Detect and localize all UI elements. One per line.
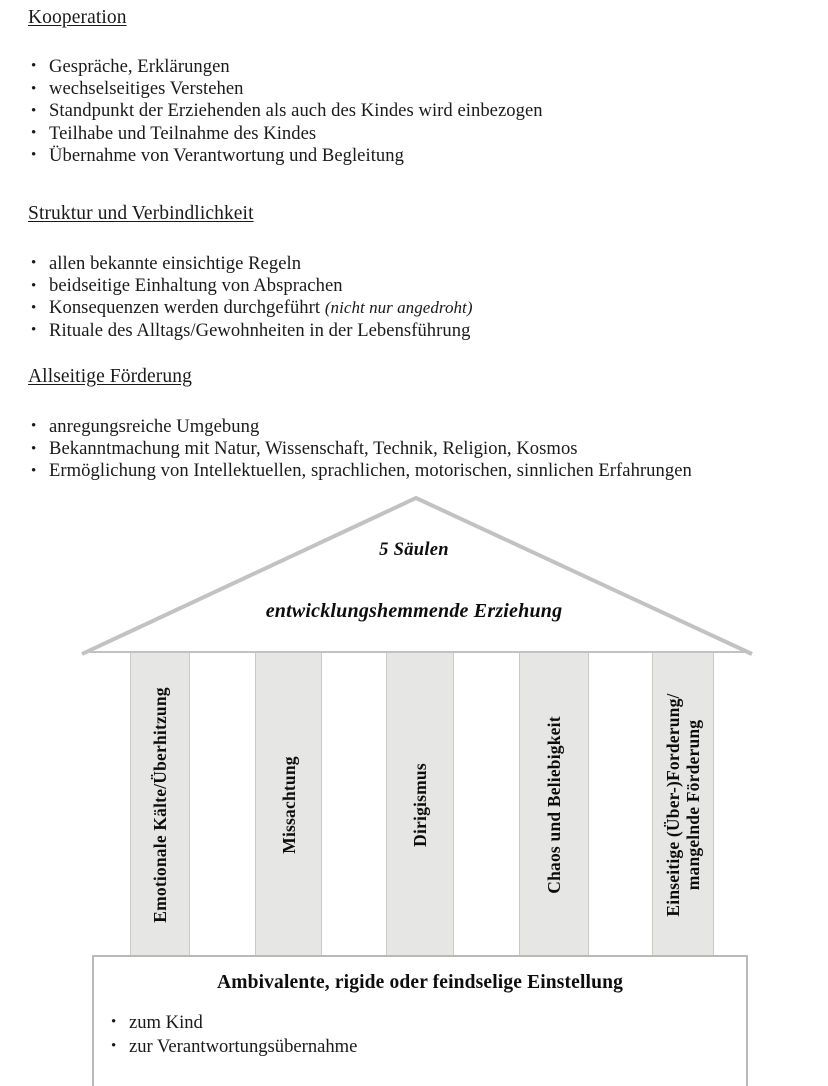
list-item: anregungsreiche Umgebung (28, 415, 692, 438)
list-item: zum Kind (108, 1010, 746, 1035)
section-struktur-und-verbindlichkeit: Struktur und Verbindlichkeit allen bekan… (28, 202, 473, 342)
base-title: Ambivalente, rigide oder feindselige Ein… (216, 972, 624, 993)
bullet-list: Gespräche, Erklärungen wechselseitiges V… (28, 55, 543, 167)
list-item: Bekanntmachung mit Natur, Wissenschaft, … (28, 438, 692, 460)
list-item: Ermöglichung von Intellektuellen, sprach… (28, 460, 692, 482)
list-item: Standpunkt der Erziehenden als auch des … (28, 100, 543, 122)
pillar-2: Missachtung (255, 653, 322, 957)
house-diagram: 5 Säulen entwicklungshemmende Erziehung … (0, 488, 828, 1086)
section-kooperation: Kooperation Gespräche, Erklärungen wechs… (28, 6, 543, 167)
pillar-3: Dirigismus (386, 653, 454, 957)
pillar-label: Chaos und Beliebigkeit (544, 716, 564, 894)
section-allseitige-foerderung: Allseitige Förderung anregungsreiche Umg… (28, 365, 692, 483)
roof-shape-icon (81, 495, 753, 656)
list-item: Gespräche, Erklärungen (28, 55, 543, 78)
base-bullet-list: zum Kind zur Verantwortungsübernahme (94, 1010, 746, 1059)
section-heading: Kooperation (28, 7, 127, 28)
pillar-label: Einseitige (Über-)Forderung/mangelnde Fö… (663, 693, 703, 916)
pillar-4: Chaos und Beliebigkeit (519, 653, 589, 957)
list-item: Übernahme von Verantwortung und Begleitu… (28, 144, 543, 167)
list-item: Teilhabe und Teilnahme des Kindes (28, 122, 543, 145)
base-box: Ambivalente, rigide oder feindselige Ein… (92, 955, 748, 1086)
list-item: Konsequenzen werden durchgeführt (nicht … (28, 297, 473, 319)
pillar-label: Dirigismus (410, 763, 430, 847)
section-heading: Struktur und Verbindlichkeit (28, 203, 254, 224)
pillar-label-line1: Einseitige (Über-)Forderung/ (663, 693, 683, 917)
list-item-italic-note: (nicht nur angedroht) (324, 298, 473, 318)
list-item: beidseitige Einhaltung von Absprachen (28, 275, 473, 297)
list-item: zur Verantwortungsübernahme (108, 1034, 746, 1059)
roof-label-top: 5 Säulen (379, 540, 449, 560)
bullet-list: allen bekannte einsichtige Regeln beidse… (28, 252, 473, 342)
list-item: wechselseitiges Verstehen (28, 78, 543, 100)
pillar-5: Einseitige (Über-)Forderung/mangelnde Fö… (652, 653, 714, 957)
pillar-label: Missachtung (278, 756, 299, 854)
roof-label-bottom: entwicklungshemmende Erziehung (265, 600, 563, 622)
list-item: Rituale des Alltags/Gewohnheiten in der … (28, 319, 473, 342)
list-item-text: Konsequenzen werden durchgeführt (49, 297, 325, 319)
pillar-label: Emotionale Kälte/Überhitzung (150, 687, 170, 923)
pillar-label-line2: mangelnde Förderung (683, 719, 703, 891)
section-heading: Allseitige Förderung (28, 366, 192, 387)
pillar-1: Emotionale Kälte/Überhitzung (130, 653, 190, 957)
list-item: allen bekannte einsichtige Regeln (28, 252, 473, 275)
bullet-list: anregungsreiche Umgebung Bekanntmachung … (28, 415, 692, 483)
pillar-strip: Emotionale Kälte/Überhitzung Missachtung… (89, 651, 745, 957)
